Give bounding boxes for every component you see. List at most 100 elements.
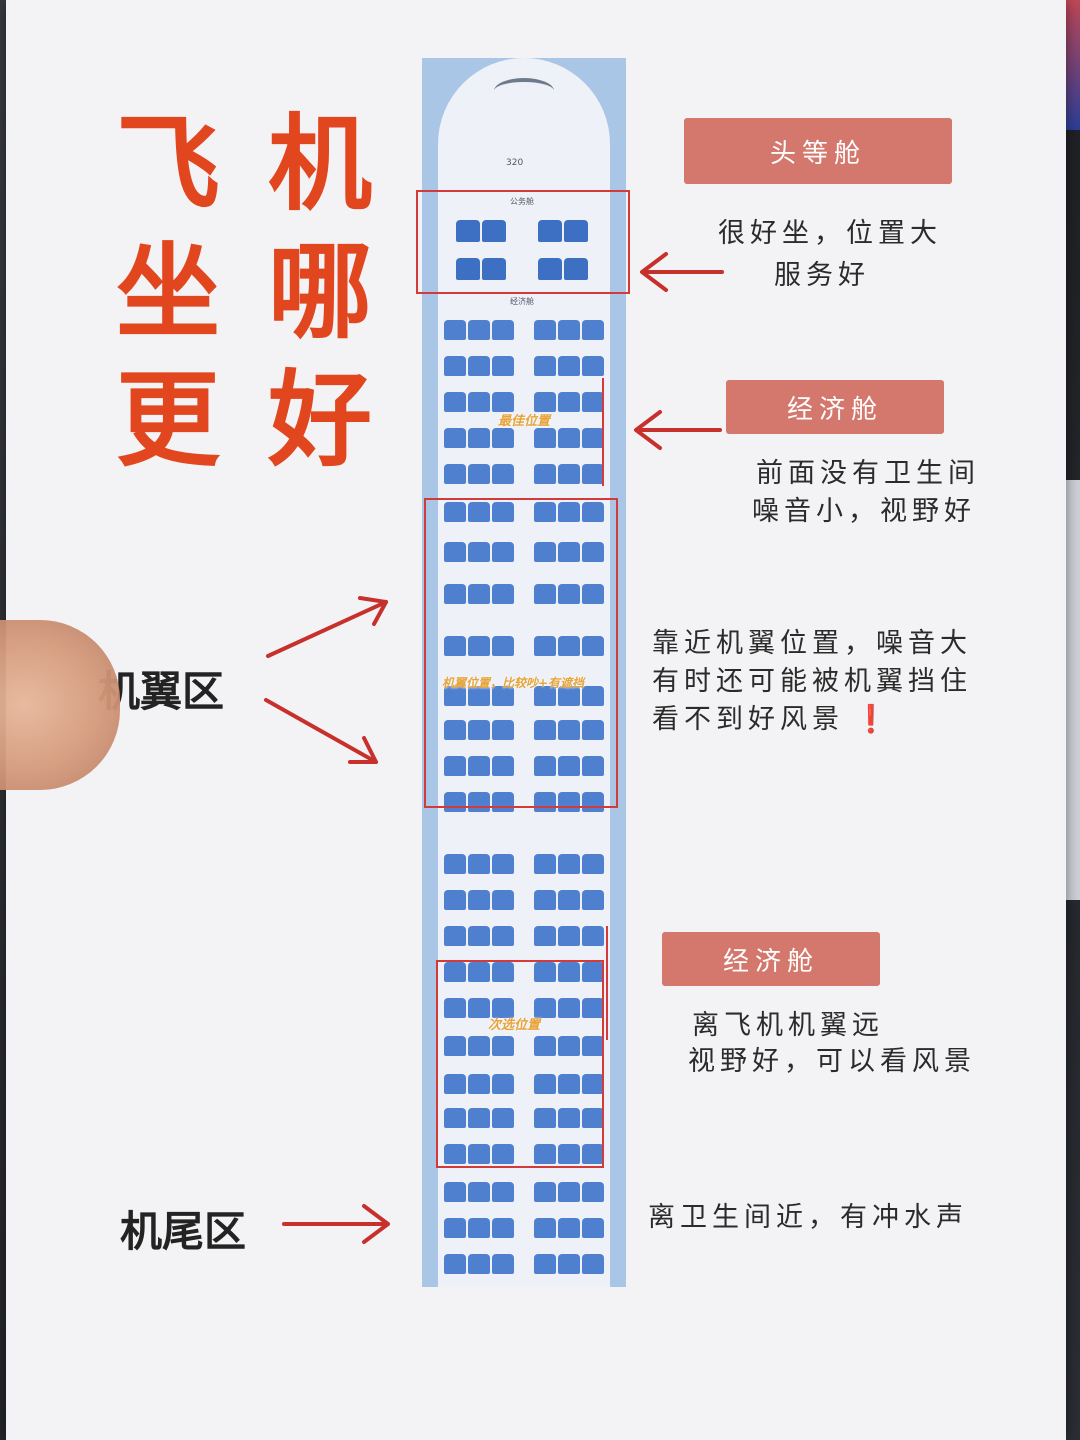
seat[interactable] bbox=[444, 542, 466, 562]
seat[interactable] bbox=[558, 464, 580, 484]
seat[interactable] bbox=[558, 1182, 580, 1202]
seat[interactable] bbox=[534, 584, 556, 604]
seat[interactable] bbox=[558, 502, 580, 522]
seat[interactable] bbox=[558, 1218, 580, 1238]
seat[interactable] bbox=[492, 1182, 514, 1202]
seat[interactable] bbox=[492, 1144, 514, 1164]
seat[interactable] bbox=[444, 392, 466, 412]
seat[interactable] bbox=[468, 1218, 490, 1238]
seat[interactable] bbox=[468, 1182, 490, 1202]
seat[interactable] bbox=[558, 686, 580, 706]
seat[interactable] bbox=[582, 890, 604, 910]
seat[interactable] bbox=[444, 1182, 466, 1202]
seat[interactable] bbox=[582, 392, 604, 412]
seat[interactable] bbox=[444, 636, 466, 656]
seat[interactable] bbox=[468, 962, 490, 982]
seat[interactable] bbox=[492, 1036, 514, 1056]
seat[interactable] bbox=[492, 1108, 514, 1128]
seat[interactable] bbox=[558, 542, 580, 562]
seat[interactable] bbox=[468, 320, 490, 340]
seat[interactable] bbox=[558, 1074, 580, 1094]
seat[interactable] bbox=[468, 356, 490, 376]
seat[interactable] bbox=[468, 1144, 490, 1164]
seat[interactable] bbox=[534, 998, 556, 1018]
seat[interactable] bbox=[582, 1218, 604, 1238]
seat[interactable] bbox=[534, 1036, 556, 1056]
seat[interactable] bbox=[558, 392, 580, 412]
seat[interactable] bbox=[582, 686, 604, 706]
seat[interactable] bbox=[558, 1036, 580, 1056]
seat[interactable] bbox=[582, 542, 604, 562]
seat[interactable] bbox=[558, 1144, 580, 1164]
seat[interactable] bbox=[558, 1108, 580, 1128]
seat[interactable] bbox=[558, 998, 580, 1018]
seat[interactable] bbox=[534, 356, 556, 376]
seat[interactable] bbox=[456, 220, 480, 242]
seat[interactable] bbox=[492, 636, 514, 656]
seat[interactable] bbox=[582, 356, 604, 376]
seat[interactable] bbox=[468, 890, 490, 910]
seat[interactable] bbox=[558, 636, 580, 656]
seat[interactable] bbox=[582, 1036, 604, 1056]
seat[interactable] bbox=[492, 854, 514, 874]
seat[interactable] bbox=[582, 584, 604, 604]
seat[interactable] bbox=[482, 258, 506, 280]
seat[interactable] bbox=[444, 320, 466, 340]
seat[interactable] bbox=[582, 926, 604, 946]
seat[interactable] bbox=[534, 756, 556, 776]
seat[interactable] bbox=[468, 1074, 490, 1094]
seat[interactable] bbox=[444, 962, 466, 982]
seat[interactable] bbox=[582, 1144, 604, 1164]
seat[interactable] bbox=[468, 1036, 490, 1056]
seat[interactable] bbox=[444, 1144, 466, 1164]
seat[interactable] bbox=[444, 356, 466, 376]
seat[interactable] bbox=[468, 854, 490, 874]
seat[interactable] bbox=[492, 542, 514, 562]
seat[interactable] bbox=[456, 258, 480, 280]
seat[interactable] bbox=[468, 428, 490, 448]
seat[interactable] bbox=[444, 1036, 466, 1056]
seat[interactable] bbox=[444, 1218, 466, 1238]
seat[interactable] bbox=[492, 720, 514, 740]
seat[interactable] bbox=[534, 720, 556, 740]
seat[interactable] bbox=[468, 542, 490, 562]
seat[interactable] bbox=[582, 1254, 604, 1274]
seat[interactable] bbox=[582, 962, 604, 982]
seat[interactable] bbox=[492, 686, 514, 706]
seat[interactable] bbox=[582, 1074, 604, 1094]
seat[interactable] bbox=[582, 756, 604, 776]
seat[interactable] bbox=[492, 464, 514, 484]
seat[interactable] bbox=[558, 720, 580, 740]
seat[interactable] bbox=[534, 686, 556, 706]
seat[interactable] bbox=[468, 1108, 490, 1128]
seat[interactable] bbox=[444, 428, 466, 448]
seat[interactable] bbox=[558, 356, 580, 376]
seat[interactable] bbox=[444, 720, 466, 740]
seat[interactable] bbox=[558, 1254, 580, 1274]
seat[interactable] bbox=[582, 854, 604, 874]
seat[interactable] bbox=[564, 258, 588, 280]
seat[interactable] bbox=[558, 756, 580, 776]
seat[interactable] bbox=[492, 356, 514, 376]
seat[interactable] bbox=[582, 1108, 604, 1128]
seat[interactable] bbox=[534, 854, 556, 874]
seat[interactable] bbox=[534, 542, 556, 562]
seat[interactable] bbox=[492, 1254, 514, 1274]
seat[interactable] bbox=[534, 320, 556, 340]
seat[interactable] bbox=[492, 756, 514, 776]
seat[interactable] bbox=[534, 1144, 556, 1164]
seat[interactable] bbox=[468, 720, 490, 740]
seat[interactable] bbox=[534, 428, 556, 448]
seat[interactable] bbox=[538, 258, 562, 280]
seat[interactable] bbox=[534, 392, 556, 412]
seat[interactable] bbox=[468, 584, 490, 604]
seat[interactable] bbox=[558, 962, 580, 982]
seat[interactable] bbox=[492, 926, 514, 946]
seat[interactable] bbox=[534, 962, 556, 982]
seat[interactable] bbox=[444, 854, 466, 874]
seat[interactable] bbox=[492, 962, 514, 982]
seat[interactable] bbox=[582, 1182, 604, 1202]
seat[interactable] bbox=[534, 1108, 556, 1128]
seat[interactable] bbox=[538, 220, 562, 242]
seat[interactable] bbox=[468, 502, 490, 522]
